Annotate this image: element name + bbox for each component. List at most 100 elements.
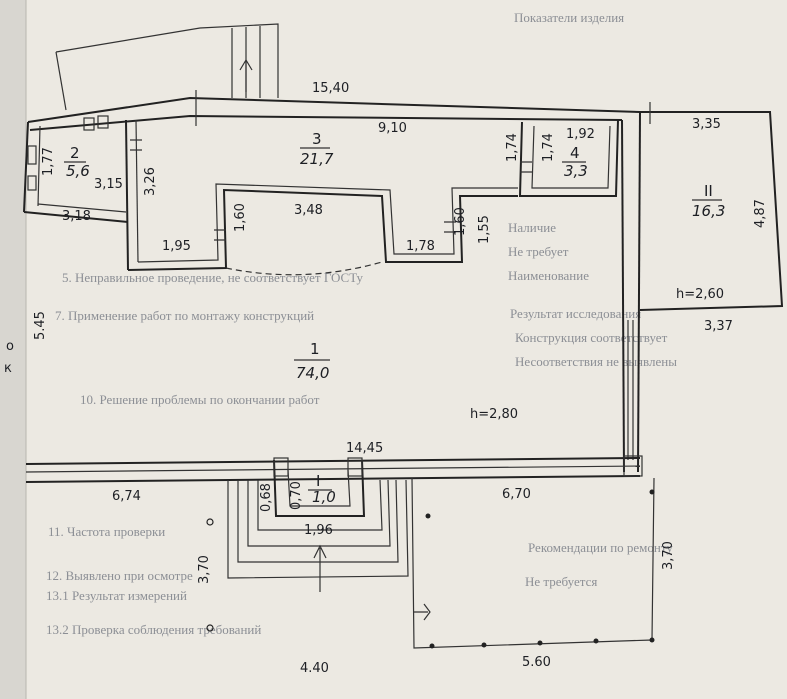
dim-0-70: 0,70 [289,481,304,510]
dim-1-60-b: 1,60 [453,207,468,236]
ghost-text-5: 5. Неправильное проведение, не соответст… [62,270,364,285]
dim-3-35: 3,35 [692,117,721,132]
top-outer-wall [27,96,641,123]
walls [23,23,784,649]
left-post [206,518,214,526]
room-2-area: 5,6 [66,162,90,180]
gate-mark [414,603,431,621]
ghost-text-7: Конструкция соответствует [515,330,668,345]
dim-h-2-60: h=2,60 [676,287,724,302]
window-mark-left-2 [27,175,37,191]
vestibule-pillar-left [273,457,289,477]
top-stair-arrow [239,58,253,92]
dim-0-68: 0,68 [259,483,274,512]
bottom-wall-mid [25,465,641,473]
dim-3-18: 3,18 [62,209,91,224]
ghost-text-15: Не требуется [525,574,597,589]
step-1 [257,479,383,531]
room-3-area: 21,7 [300,150,334,168]
yard-post-5 [593,638,599,644]
dim-15-40: 15,40 [312,81,349,96]
vestibule-inner [287,469,351,507]
dim-14-45: 14,45 [346,441,383,456]
ghost-text-2: Наличие [508,220,556,235]
room-3-lower-wall-inner [137,183,518,263]
dim-5-60: 5.60 [522,655,551,670]
room-4-wall-inner [531,125,611,189]
yard-post-1 [425,513,431,519]
bottom-wall-bottom [25,475,641,483]
room-3-number: 3 [312,130,322,148]
dim-1-95: 1,95 [162,239,191,254]
page-binding-shadow [0,0,26,699]
yard-post-2 [429,643,435,649]
room-4-wall [518,119,619,197]
dim-1-96: 1,96 [304,523,333,538]
yard-post-3 [481,642,487,648]
left-wall-inner [37,125,41,207]
step-4 [227,479,409,579]
ghost-text-16: Рекомендации по ремонту [528,540,673,555]
room-3-lower-wall [127,188,518,271]
dim-1-60-a: 1,60 [233,203,248,232]
dim-3-48: 3,48 [294,203,323,218]
bottom-wall-top [25,457,641,465]
dim-3-37: 3,37 [704,319,733,334]
window-mark-left-1 [27,145,37,165]
room-2-number: 2 [70,144,80,162]
right-wall-inner [621,119,625,473]
dim-1-78: 1,78 [406,239,435,254]
room-1-number: 1 [310,340,320,358]
margin-letter-k: к [4,361,12,376]
room-2-bottom-wall [23,211,129,223]
room-4-area: 3,3 [564,162,588,180]
vestibule-outer [273,459,366,517]
dim-1-77: 1,77 [41,147,56,176]
top-stair-outline [55,23,279,98]
corner-block [623,455,643,477]
ghost-text-11: 11. Частота проверки [48,524,165,539]
yard-outline [411,477,655,649]
partition-2-3-inner [135,119,139,263]
ghost-text-12: 12. Выявлено при осмотре [46,568,193,583]
background-form-text: Показатели изделия Наличие Не требует На… [46,10,677,637]
dim-3-70-right: 3,70 [661,541,676,570]
left-wall [23,121,29,213]
step-2 [247,479,391,547]
ghost-text-8: Несоответствия не выявлены [515,354,677,369]
step-3 [237,479,399,563]
room-2-bottom-wall-inner [37,203,127,213]
ghost-text-4: Наименование [508,268,589,283]
room-1-area: 74,0 [296,364,329,382]
dim-6-70: 6,70 [502,487,531,502]
room-II-number: II [704,182,713,200]
dim-3-15: 3,15 [94,177,123,192]
yard-post-7 [649,489,655,495]
dim-4-87: 4,87 [753,199,768,228]
entry-arrow [313,544,327,592]
top-stair-rail-left [55,51,67,111]
ghost-text-10: 10. Решение проблемы по окончании работ [80,392,320,407]
dim-1-92: 1,92 [566,127,595,142]
right-wall-outer [637,111,641,473]
room-4-number: 4 [570,144,580,162]
yard-post-6 [649,637,655,643]
vestibule-pillar-right [347,457,363,477]
room-I-number: I [316,472,320,490]
dim-1-74-b: 1,74 [541,133,556,162]
tick-marks [130,90,651,241]
dim-3-26: 3,26 [143,167,158,196]
ghost-text-13: 13.1 Результат измерений [46,588,187,603]
door-mark-2 [97,115,109,129]
ghost-text-6: Результат исследования [510,306,641,321]
dim-5-45: 5.45 [33,311,48,340]
dim-3-70-left: 3,70 [197,555,212,584]
dim-1-74-a: 1,74 [505,133,520,162]
margin-letter-o: o [6,339,14,354]
dimension-labels: 15,40 9,10 1,77 3,15 3,26 3,18 1,74 1,74… [33,81,768,676]
left-post-2 [206,624,214,632]
ghost-text-14: 13.2 Проверка соблюдения требований [46,622,261,637]
annex-II-wall [639,111,784,311]
ghost-text-1: Показатели изделия [514,10,624,25]
